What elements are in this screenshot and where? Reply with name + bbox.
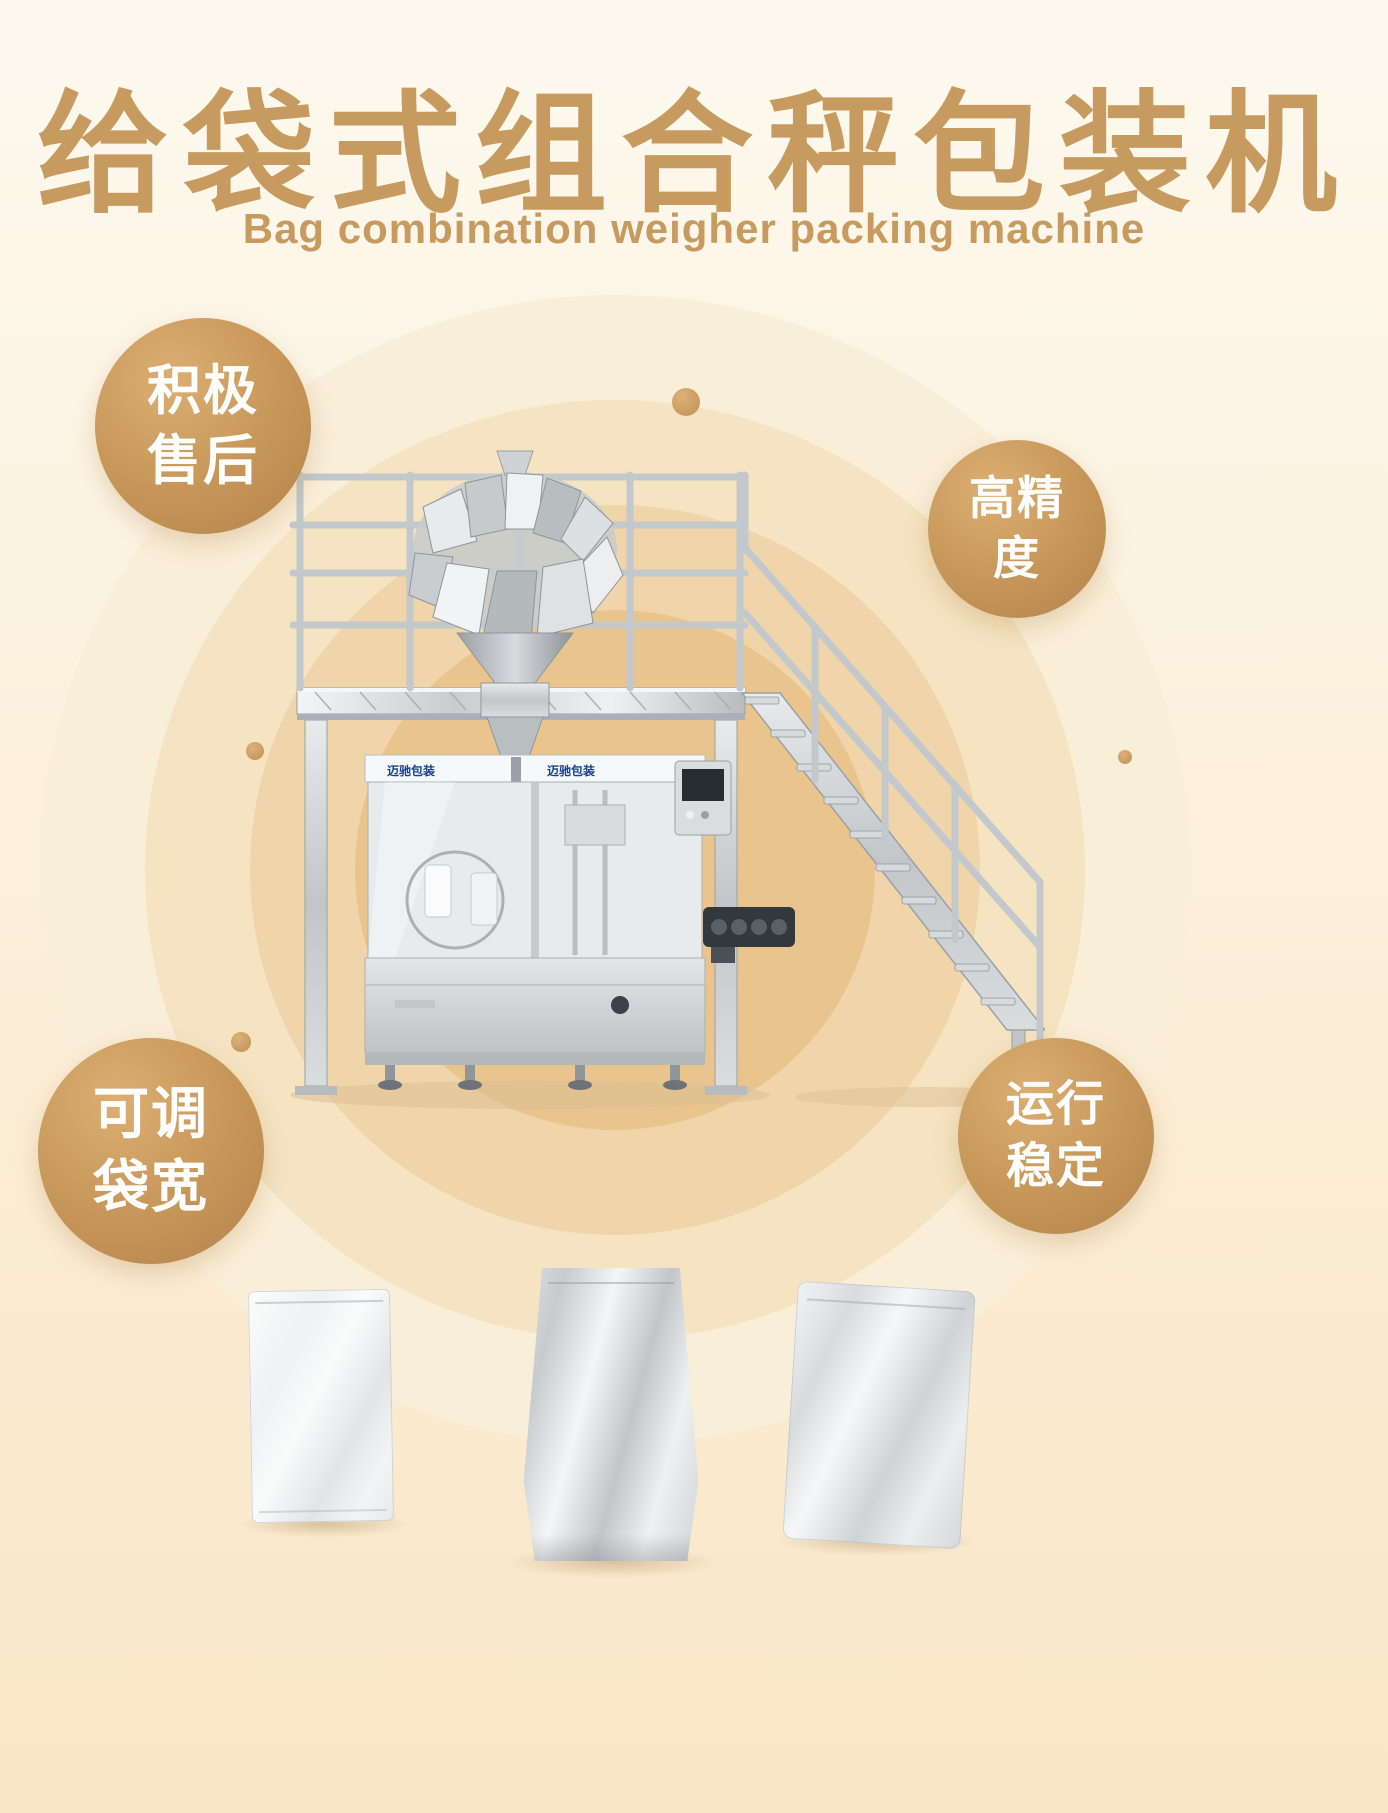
badge-adjustable-bag-width: 可调 袋宽 [38, 1038, 264, 1264]
pouch-standup [523, 1268, 699, 1562]
decor-dot-1 [672, 388, 700, 416]
machine-brand-label: 迈驰包装 [547, 764, 596, 778]
badge-adjustable-bag-width-line-1: 可调 [93, 1082, 209, 1146]
page-title: 给袋式组合秤包装机 [37, 81, 1351, 228]
badge-stable-operation-line-2: 稳定 [1005, 1140, 1106, 1193]
badge-high-precision-line-1: 高精 [969, 472, 1065, 525]
badge-after-sales: 积极 售后 [95, 318, 311, 534]
badge-adjustable-bag-width-line-2: 袋宽 [93, 1155, 209, 1218]
machine-illustration [289, 450, 1055, 1109]
decor-dot-4 [1118, 750, 1132, 764]
badge-stable-operation: 运行 稳定 [958, 1038, 1154, 1234]
decor-dot-2 [246, 742, 264, 760]
badge-high-precision: 高精 度 [928, 440, 1106, 618]
machine-brand-label: 迈驰包装 [387, 764, 436, 778]
pouch-flat [782, 1280, 976, 1550]
badge-after-sales-line-2: 售后 [147, 431, 259, 491]
decor-dot-3 [231, 1032, 251, 1052]
page-subtitle: Bag combination weigher packing machine [242, 205, 1146, 252]
badge-high-precision-line-2: 度 [993, 532, 1041, 584]
machine-photo: 迈驰包装 迈驰包装 [275, 445, 1055, 1110]
pouch-flat-sachet [247, 1288, 395, 1524]
badge-stable-operation-line-1: 运行 [1005, 1077, 1106, 1131]
badge-after-sales-line-1: 积极 [147, 360, 259, 421]
